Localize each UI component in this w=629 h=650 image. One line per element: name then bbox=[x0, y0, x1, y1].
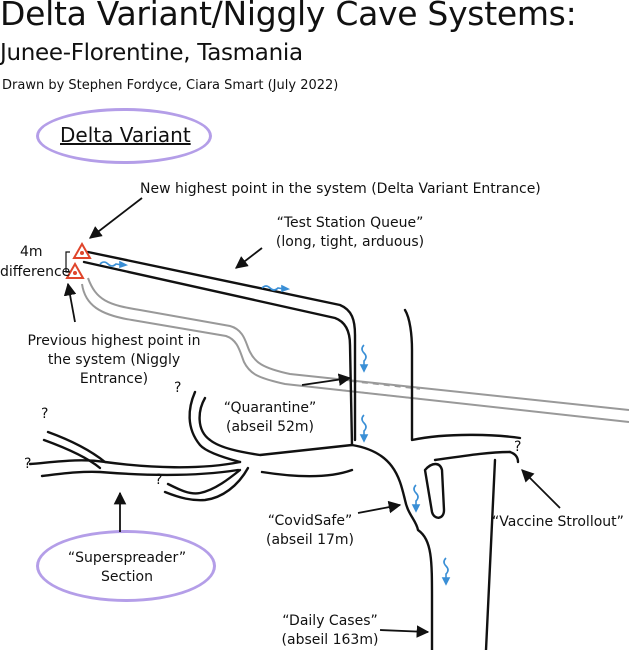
vaccine-strollout-label: “Vaccine Strollout” bbox=[492, 514, 624, 530]
height-difference-label-line2: difference bbox=[0, 264, 71, 280]
new-highest-point-label: New highest point in the system (Delta V… bbox=[140, 181, 541, 197]
previous-highest-label-line2: the system (Niggly bbox=[47, 352, 181, 368]
unknown-lead-marker: ? bbox=[41, 406, 49, 422]
arrow-icon bbox=[63, 197, 561, 638]
unknown-lead-marker: ? bbox=[155, 472, 163, 488]
superspreader-label-line1: “Superspreader” bbox=[67, 550, 187, 566]
height-difference-bracket bbox=[65, 251, 70, 273]
quarantine-label-line1: “Quarantine” bbox=[223, 400, 317, 416]
superspreader-label-line2: Section bbox=[100, 569, 153, 585]
diagram-credit: Drawn by Stephen Fordyce, Ciara Smart (J… bbox=[2, 78, 339, 93]
test-station-label-line2: (long, tight, arduous) bbox=[275, 234, 425, 250]
previous-highest-label-line1: Previous highest point in bbox=[27, 333, 201, 349]
covidsafe-label-line1: “CovidSafe” bbox=[267, 513, 353, 529]
quarantine-label-line2: (abseil 52m) bbox=[226, 419, 314, 435]
unknown-lead-marker: ? bbox=[24, 456, 32, 472]
daily-cases-label-line1: “Daily Cases” bbox=[282, 613, 378, 629]
old-passage-hidden-section bbox=[339, 379, 421, 400]
test-station-label-line1: “Test Station Queue” bbox=[276, 215, 424, 231]
entrance-triangle-icon bbox=[65, 241, 92, 279]
covidsafe-label-line2: (abseil 17m) bbox=[266, 532, 354, 548]
delta-variant-oval bbox=[36, 108, 212, 164]
superspreader-oval bbox=[36, 530, 216, 602]
delta-variant-heading: Delta Variant bbox=[60, 123, 191, 147]
water-flow-icon bbox=[99, 260, 451, 586]
diagram-subtitle: Junee-Florentine, Tasmania bbox=[0, 40, 303, 66]
cave-outline bbox=[28, 250, 522, 650]
niggly-old-passage bbox=[81, 277, 629, 423]
unknown-lead-marker: ? bbox=[174, 380, 182, 396]
unknown-lead-marker: ? bbox=[514, 439, 522, 455]
height-difference-label-line1: 4m bbox=[20, 244, 43, 260]
previous-highest-label-line3: Entrance) bbox=[79, 371, 149, 387]
diagram-title: Delta Variant/Niggly Cave Systems: bbox=[0, 0, 577, 33]
daily-cases-label-line2: (abseil 163m) bbox=[281, 632, 379, 648]
